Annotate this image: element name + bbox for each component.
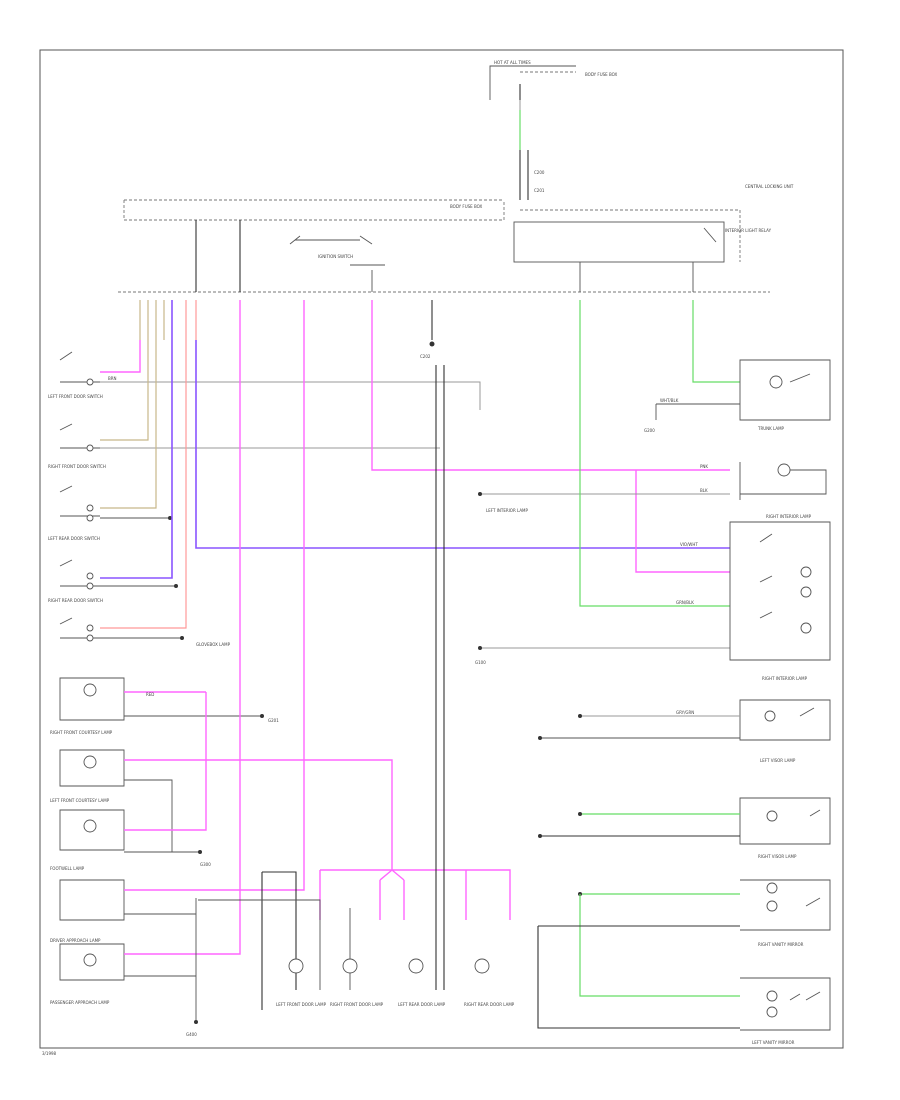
ignition-label: IGNITION SWITCH xyxy=(318,254,353,259)
door-lamps: LEFT FRONT DOOR LAMP RIGHT FRONT DOOR LA… xyxy=(198,365,515,1010)
wire-label-blk: BLK xyxy=(700,488,708,493)
wire-label-whtblk: WHT/BLK xyxy=(660,398,679,403)
ground-g400: G400 xyxy=(186,1032,197,1037)
left-lamp-stack: RIGHT FRONT COURTESY LAMP G201 LEFT FRON… xyxy=(50,300,393,1037)
wire-label-red: RED xyxy=(146,692,154,697)
wire-label-brn: BRN xyxy=(108,376,117,381)
right-vanity-label: RIGHT VANITY MIRROR xyxy=(758,942,804,947)
horizontal-runs: G100 xyxy=(195,300,730,665)
right-interior-lamp: RIGHT INTERIOR LAMP RIGHT INTERIOR LAMP xyxy=(729,514,831,681)
footwell-label: FOOTWELL LAMP xyxy=(50,866,85,871)
passenger-approach-label: PASSENGER APPROACH LAMP xyxy=(50,1000,110,1005)
lf-switch-label: LEFT FRONT DOOR SWITCH xyxy=(48,394,103,399)
left-switches: LEFT FRONT DOOR SWITCH RIGHT FRONT DOOR … xyxy=(48,340,481,647)
central-lock-label: CENTRAL LOCKING UNIT xyxy=(745,184,794,189)
right-visor-lamp: RIGHT VISOR LAMP xyxy=(538,797,831,859)
rf-courtesy-label: RIGHT FRONT COURTESY LAMP xyxy=(50,730,113,735)
visor-label: RIGHT INTERIOR LAMP xyxy=(762,676,808,681)
left-interior-label: LEFT INTERIOR LAMP xyxy=(486,508,529,513)
wire-label-pnk: PNK xyxy=(700,464,708,469)
rf-switch-label: RIGHT FRONT DOOR SWITCH xyxy=(48,464,106,469)
wire-label-vio: VIO/WHT xyxy=(680,542,698,547)
right-visor-label: RIGHT VISOR LAMP xyxy=(758,854,797,859)
trunk-lamp: TRUNK LAMP xyxy=(739,359,831,431)
wire-label-grygrn: GRY/GRN xyxy=(676,710,694,715)
interior-relay-label: INTERIOR LIGHT RELAY xyxy=(725,228,772,233)
lf-courtesy-label: LEFT FRONT COURTESY LAMP xyxy=(50,798,110,803)
lr-door-lamp-label: LEFT REAR DOOR LAMP xyxy=(398,1002,446,1007)
rf-door-lamp-label: RIGHT FRONT DOOR LAMP xyxy=(330,1002,384,1007)
fuse-label-right: BODY FUSE BOX xyxy=(585,72,618,77)
right-interior-label: RIGHT INTERIOR LAMP xyxy=(766,514,812,519)
right-vanity-mirror: RIGHT VANITY MIRROR xyxy=(578,879,831,947)
ground-g200: G200 xyxy=(644,428,655,433)
battery-feed: HOT AT ALL TIMES BODY FUSE BOX C200 C201 xyxy=(489,60,618,200)
lr-switch-label: LEFT REAR DOOR SWITCH xyxy=(48,536,100,541)
glovebox-switch-label: GLOVEBOX LAMP xyxy=(196,642,231,647)
left-interior-lamp: LEFT INTERIOR LAMP xyxy=(486,462,827,513)
left-bundle xyxy=(139,300,197,340)
left-vanity-label: LEFT VANITY MIRROR xyxy=(752,1040,795,1045)
diagram-frame xyxy=(39,49,844,1049)
ground-g300: G300 xyxy=(200,862,211,867)
driver-approach-label: DRIVER APPROACH LAMP xyxy=(50,938,101,943)
central-locking-unit: CENTRAL LOCKING UNIT INTERIOR LIGHT RELA… xyxy=(513,184,794,263)
wire-label-grnblk: GRN/BLK xyxy=(676,600,694,605)
conn-c202: C202 xyxy=(420,354,431,359)
conn-c201: C201 xyxy=(534,188,545,193)
rr-door-lamp-label: RIGHT REAR DOOR LAMP xyxy=(464,1002,515,1007)
trunk-lamp-label: TRUNK LAMP xyxy=(757,426,785,431)
battery-label: HOT AT ALL TIMES xyxy=(494,60,531,65)
interior-feeds: G200 C202 xyxy=(420,300,740,607)
feed-wires xyxy=(195,220,694,292)
lf-door-lamp-label: LEFT FRONT DOOR LAMP xyxy=(276,1002,327,1007)
fuse-box: BODY FUSE BOX xyxy=(123,199,505,221)
ignition-switch: IGNITION SWITCH xyxy=(289,235,385,266)
left-visor-label: LEFT VISOR LAMP xyxy=(760,758,796,763)
left-visor-lamp: LEFT VISOR LAMP xyxy=(538,699,831,763)
footer-code: 3/1998 xyxy=(42,1051,57,1056)
ground-g100: G100 xyxy=(475,660,486,665)
wire-labels: RED VIO/WHT PNK GRN/BLK GRY/GRN BLK WHT/… xyxy=(108,376,708,715)
left-vanity-mirror: LEFT VANITY MIRROR xyxy=(537,894,831,1045)
rr-switch-label: RIGHT REAR DOOR SWITCH xyxy=(48,598,103,603)
conn-c200: C200 xyxy=(534,170,545,175)
fuse-box-label: BODY FUSE BOX xyxy=(450,204,483,209)
ground-g201: G201 xyxy=(268,718,279,723)
